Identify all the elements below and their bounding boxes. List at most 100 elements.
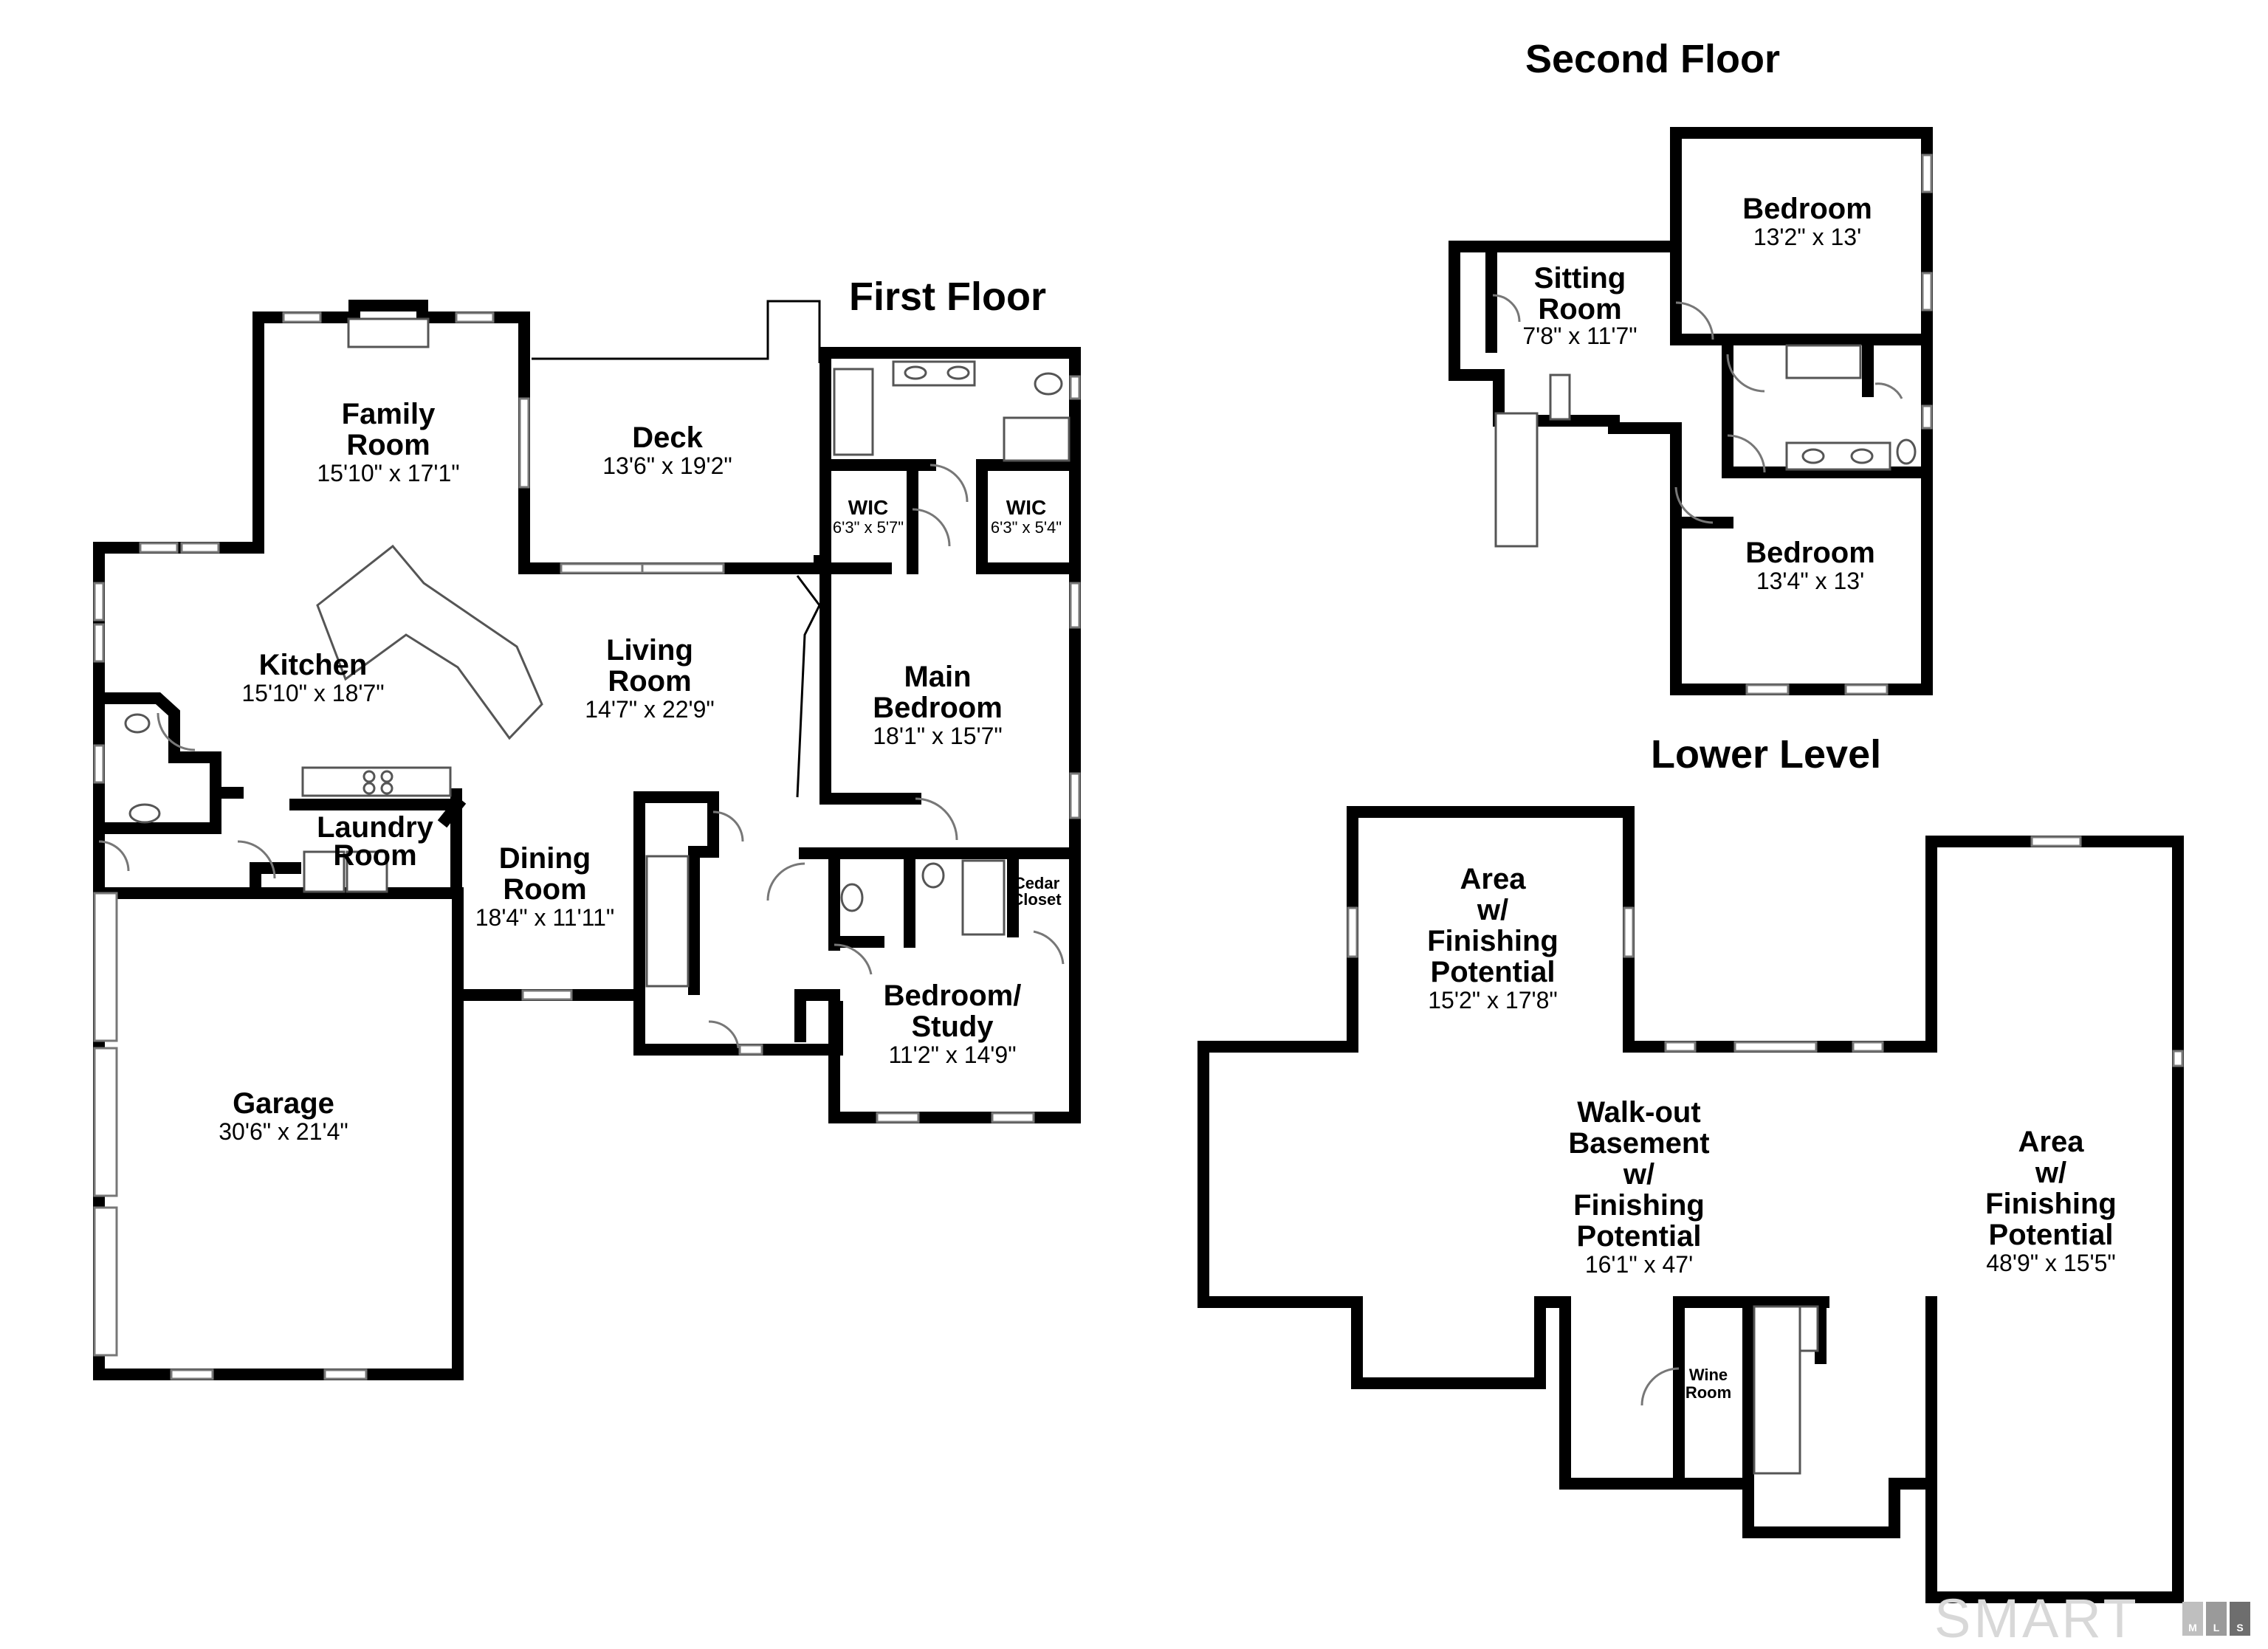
wic-2-dims: 6'3" x 5'4" <box>991 518 1062 537</box>
laundry-room-name-2: Room <box>333 839 416 872</box>
basement-name-2: Basement <box>1568 1127 1709 1160</box>
master-tub <box>833 368 874 456</box>
area-2-name-1: Area <box>2018 1126 2085 1158</box>
bedroom-1-name: Bedroom <box>1742 193 1872 225</box>
deck-name: Deck <box>632 421 703 454</box>
area-2-dims: 48'9" x 15'5" <box>1986 1250 2116 1276</box>
area-1-name-3: Finishing <box>1427 925 1559 957</box>
deck-outline <box>532 300 821 363</box>
lower-level-fixtures <box>1753 1305 1819 1475</box>
master-shower <box>1003 416 1071 462</box>
wic-1-dims: 6'3" x 5'7" <box>833 518 904 537</box>
second-floor-windows <box>1745 154 1933 695</box>
family-room-name-2: Room <box>346 429 430 461</box>
dining-room-dims: 18'4" x 11'11" <box>475 904 615 931</box>
lower-walls-main <box>1197 836 2184 1603</box>
basement-name-5: Potential <box>1577 1220 1702 1253</box>
first-floor-doors <box>98 464 1065 1049</box>
master-toilet <box>1034 372 1063 396</box>
second-bath-toilet <box>1896 438 1917 465</box>
bedroom-study-name-1: Bedroom/ <box>884 980 1022 1012</box>
living-room-dims: 14'7" x 22'9" <box>585 696 715 723</box>
basement-name-1: Walk-out <box>1577 1096 1700 1129</box>
laundry-washer <box>303 850 346 893</box>
lower-level-doors <box>1640 1367 1680 1406</box>
area-1-name-4: Potential <box>1431 956 1556 988</box>
bath2-tub <box>961 859 1006 936</box>
lower-level-windows <box>1347 836 2184 1067</box>
area-2-name-3: Finishing <box>1985 1188 2117 1220</box>
wine-room-name-1: Wine <box>1689 1366 1728 1384</box>
family-room-name-1: Family <box>342 398 436 430</box>
smart-logo-text: SMART <box>1934 1588 2140 1649</box>
bath2-toilet <box>921 862 945 889</box>
wall-laundry <box>250 862 301 899</box>
basement-name-4: Finishing <box>1573 1189 1705 1222</box>
kitchen-counter-range <box>301 766 452 797</box>
kitchen-name: Kitchen <box>259 649 368 681</box>
second-floor-plan: Second Floor <box>1449 37 1933 695</box>
bedroom-study-dims: 11'2" x 14'9" <box>888 1042 1016 1068</box>
bedroom-study-name-2: Study <box>911 1011 994 1043</box>
stairs-lower <box>1753 1305 1801 1475</box>
second-floor-walls <box>1449 127 1933 695</box>
area-1-name-1: Area <box>1460 863 1527 895</box>
wine-room-name-2: Room <box>1685 1383 1731 1402</box>
area-1-name-2: w/ <box>1477 894 1508 926</box>
wic-2-name: WIC <box>1006 496 1046 519</box>
living-room-name-1: Living <box>606 634 693 667</box>
first-floor-title: First Floor <box>849 275 1046 319</box>
basement-name-3: w/ <box>1623 1158 1654 1191</box>
kitchen-island <box>316 544 543 740</box>
laundry-room-name-1: Laundry <box>317 811 434 844</box>
fireplace <box>347 317 430 348</box>
mls-badge-s: S <box>2236 1622 2243 1633</box>
wall-stair <box>633 791 719 1001</box>
area-1-dims: 15'2" x 17'8" <box>1428 987 1558 1013</box>
bedroom-2-name: Bedroom <box>1745 537 1875 569</box>
first-floor-plan: First Floor <box>93 275 1081 1380</box>
wall-powder-room <box>93 692 221 834</box>
garage-name: Garage <box>233 1087 334 1120</box>
mls-badge-l: L <box>2213 1622 2220 1633</box>
second-floor-title: Second Floor <box>1525 37 1780 81</box>
first-floor-windows <box>93 311 1081 1380</box>
bath2-sink <box>840 883 864 912</box>
powder-sink <box>128 803 161 824</box>
laundry-dryer <box>346 850 388 893</box>
powder-toilet <box>124 713 151 734</box>
wic-1-name: WIC <box>848 496 888 519</box>
second-bath-tub <box>1785 344 1862 379</box>
house-walls-bottom <box>452 989 843 1056</box>
house-walls-right <box>819 347 1081 1123</box>
second-floor-fixtures <box>1494 344 1917 548</box>
mls-badge-m: M <box>2188 1622 2197 1633</box>
first-floor-fixtures <box>124 317 1071 988</box>
area-2-name-2: w/ <box>2035 1157 2066 1189</box>
second-floor-doors <box>1492 294 1903 524</box>
area-2-name-4: Potential <box>1989 1219 2114 1251</box>
cedar-closet-name-2: Closet <box>1011 890 1062 909</box>
main-bedroom-dims: 18'1" x 15'7" <box>873 723 1003 749</box>
main-bedroom-name-2: Bedroom <box>873 692 1003 724</box>
family-room-dims: 15'10" x 17'1" <box>317 460 459 486</box>
sitting-room-name-2: Room <box>1538 293 1621 326</box>
dining-room-name-1: Dining <box>499 842 591 875</box>
cedar-closet-name-1: Cedar <box>1014 874 1060 892</box>
garage-dims: 30'6" x 21'4" <box>219 1118 348 1145</box>
sitting-room-name-1: Sitting <box>1534 262 1626 295</box>
lower-level-plan: Lower Level Area w/ Finishing Potential … <box>1197 732 2184 1603</box>
smart-mls-logo: SMART M L S <box>1934 1588 2250 1649</box>
living-room-name-2: Room <box>608 665 691 698</box>
deck-dims: 13'6" x 19'2" <box>602 452 732 479</box>
basement-dims: 16'1" x 47' <box>1585 1251 1693 1278</box>
main-bedroom-name-1: Main <box>904 661 971 693</box>
sitting-room-dims: 7'8" x 11'7" <box>1522 323 1637 349</box>
kitchen-dims: 15'10" x 18'7" <box>241 680 384 706</box>
lower-level-title: Lower Level <box>1651 732 1881 777</box>
stairs-first <box>645 855 690 988</box>
bedroom-1-dims: 13'2" x 13' <box>1753 224 1861 250</box>
stairs-second <box>1494 412 1539 548</box>
bedroom-2-dims: 13'4" x 13' <box>1756 568 1864 594</box>
